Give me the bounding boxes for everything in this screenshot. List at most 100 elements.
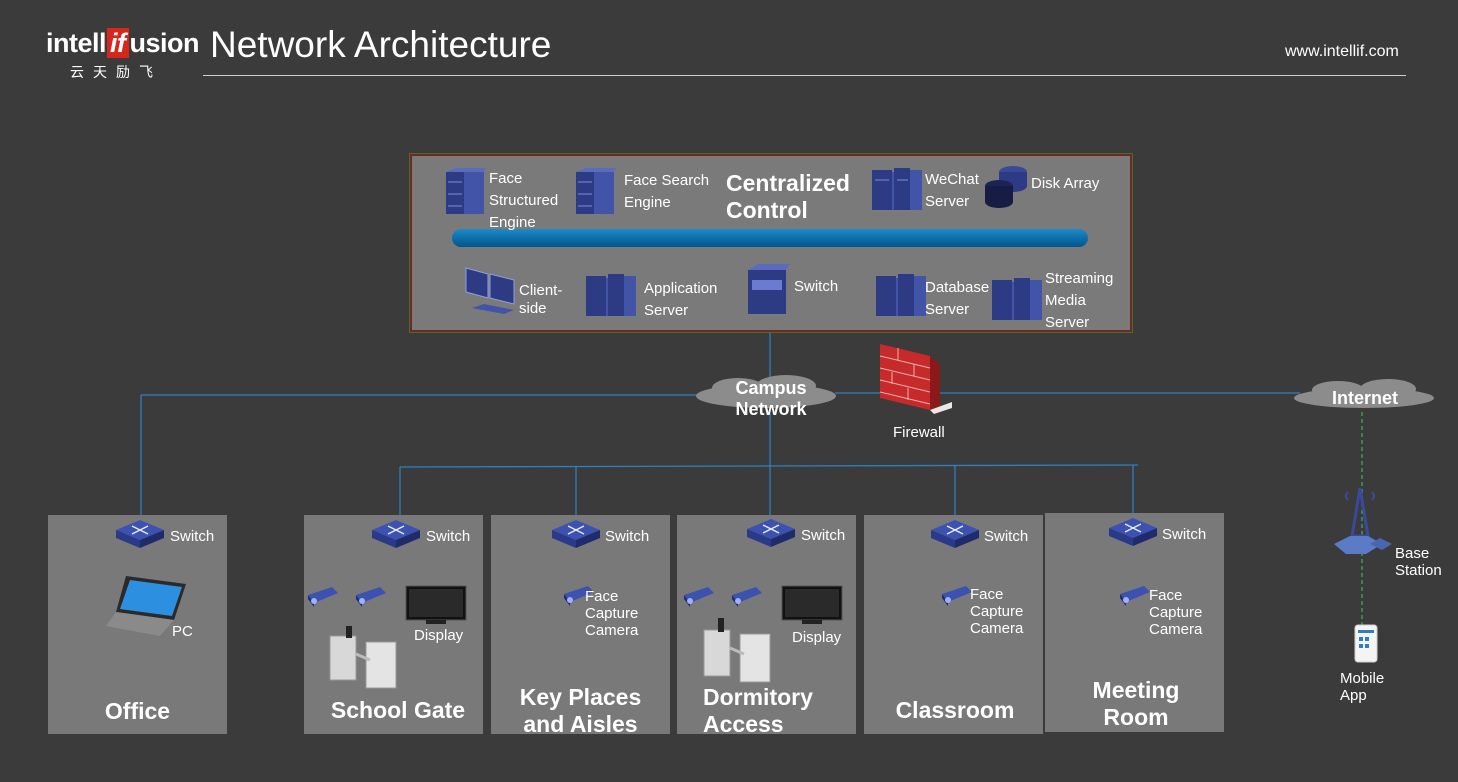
school-gate-display-label: Display — [414, 627, 464, 644]
camera-icon — [684, 587, 714, 607]
title-line: Key Places — [519, 684, 642, 710]
label-line: Engine — [624, 194, 671, 211]
face-capture-camera-icon — [942, 586, 972, 606]
label-line: Camera — [970, 620, 1024, 637]
label-line: Face Search — [624, 172, 710, 189]
dormitory-switch-icon — [747, 519, 795, 547]
school-gate-switch-label: Switch — [426, 528, 471, 545]
zone-title-office: Office — [104, 698, 171, 724]
label-line: Application — [644, 280, 718, 297]
label-line: Mobile — [1340, 670, 1385, 687]
display-monitor-icon — [781, 585, 843, 624]
campus-network-label: Campus Network — [712, 378, 830, 420]
key-places-camera-label: Face Capture Camera — [585, 588, 638, 639]
mobile-phone-icon — [1354, 624, 1378, 663]
office-switch-label: Switch — [170, 528, 215, 545]
database-server-icon — [876, 274, 926, 316]
school-gate-switch-icon — [372, 520, 420, 548]
meeting-room-switch-icon — [1109, 518, 1157, 546]
title-line: Room — [1103, 704, 1169, 730]
label-line: Station — [1395, 562, 1442, 579]
title-line: Control — [726, 197, 808, 223]
logo-chinese: 云天励飞 — [70, 64, 162, 80]
face-capture-camera-icon — [564, 586, 594, 606]
database-server-label: Database Server — [925, 277, 989, 321]
label-line: Base — [1395, 545, 1430, 562]
application-server-icon — [586, 274, 636, 316]
face-structured-engine-server-icon — [446, 168, 486, 214]
label-line: Streaming — [1045, 270, 1114, 287]
pc-label: PC — [172, 623, 193, 640]
office-switch-icon — [116, 520, 164, 548]
face-search-engine-label: Face Search Engine — [624, 170, 709, 214]
camera-icon — [732, 587, 762, 607]
zone-meeting-room — [1045, 513, 1224, 732]
logo-text-end: usion — [129, 28, 200, 58]
title-line: Dormitory — [703, 684, 813, 710]
title-line: Meeting — [1092, 677, 1180, 703]
label-line: Server — [644, 302, 689, 319]
firewall-icon — [879, 344, 952, 414]
website-link[interactable]: www.intellif.com — [1285, 43, 1399, 60]
label-line: Camera — [585, 622, 639, 639]
label-line: Structured — [489, 192, 559, 209]
face-search-engine-server-icon — [576, 168, 616, 214]
label-line: side — [519, 300, 547, 317]
dormitory-switch-label: Switch — [801, 527, 846, 544]
turnstile-gate-icon — [703, 618, 771, 683]
title-line: and Aisles — [523, 711, 638, 737]
meeting-room-camera-label: Face Capture Camera — [1149, 587, 1202, 638]
turnstile-gate-icon — [329, 626, 397, 689]
logo-mark: if — [107, 28, 129, 58]
classroom-switch-icon — [931, 520, 979, 548]
zone-title-dormitory: Dormitory Access — [703, 684, 813, 738]
centralized-control-title: Centralized Control — [726, 170, 850, 224]
label-line: Camera — [1149, 621, 1203, 638]
laptop-icon — [106, 576, 186, 636]
classroom-camera-label: Face Capture Camera — [970, 586, 1023, 637]
zone-title-key-places: Key Places and Aisles — [491, 684, 670, 738]
logo-text: intell — [46, 28, 107, 58]
label-line: Media — [1045, 292, 1086, 309]
label-line: Database — [925, 279, 990, 296]
page-title: Network Architecture — [210, 24, 552, 65]
wechat-server-icon — [872, 168, 922, 210]
core-switch-label: Switch — [794, 278, 839, 295]
label-line: Face — [585, 588, 619, 605]
zone-dormitory — [677, 515, 856, 734]
label-line: Client- — [519, 282, 563, 299]
wechat-server-label: WeChat Server — [925, 169, 979, 213]
header-divider — [203, 75, 1406, 76]
key-places-switch-icon — [552, 520, 600, 548]
internet-label: Internet — [1331, 388, 1398, 408]
mobile-app-label: Mobile App — [1340, 670, 1384, 704]
display-monitor-icon — [405, 585, 467, 624]
streaming-media-server-icon — [992, 278, 1042, 320]
client-side-label: Client- side — [519, 282, 562, 318]
label-line: WeChat — [925, 171, 979, 188]
streaming-media-server-label: Streaming Media Server — [1045, 268, 1113, 334]
client-workstation-icon — [465, 267, 515, 314]
face-capture-camera-icon — [1120, 586, 1150, 606]
internet-cloud-icon — [1294, 379, 1434, 408]
label-line: Capture — [970, 603, 1024, 620]
core-switch-icon — [748, 264, 790, 314]
label-line: Server — [1045, 314, 1090, 331]
camera-icon — [308, 587, 338, 607]
zone-school-gate — [304, 515, 483, 734]
title-line: Access — [703, 711, 784, 737]
meeting-room-switch-label: Switch — [1162, 526, 1207, 543]
camera-icon — [356, 587, 386, 607]
disk-array-label: Disk Array — [1031, 175, 1100, 192]
firewall-label: Firewall — [893, 424, 945, 441]
campus-network-cloud-icon — [696, 375, 836, 408]
zone-key-places — [491, 515, 670, 734]
title-line: Centralized — [726, 170, 850, 196]
label-line: Campus — [735, 378, 807, 398]
base-station-icon — [1334, 487, 1392, 554]
zone-classroom — [864, 515, 1043, 734]
classroom-switch-label: Switch — [984, 528, 1029, 545]
face-structured-engine-label: Face Structured Engine — [489, 168, 558, 234]
label-line: Face — [1149, 587, 1183, 604]
